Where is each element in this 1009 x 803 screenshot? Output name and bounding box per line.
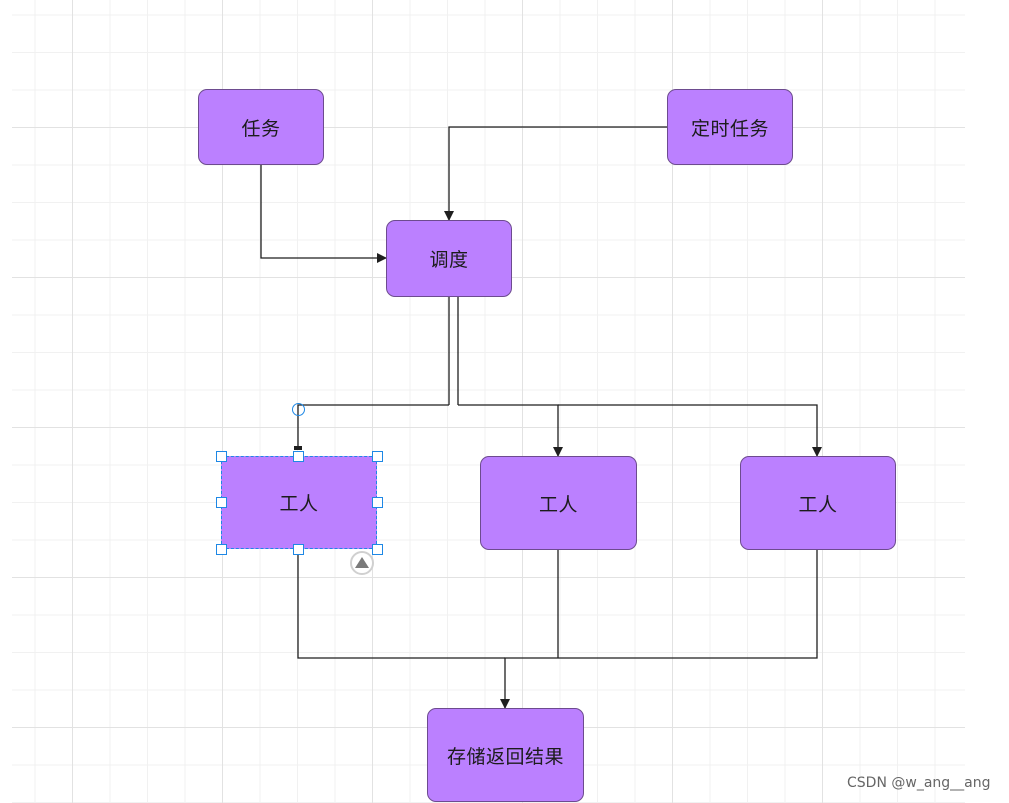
resize-handle-right[interactable]: [372, 497, 383, 508]
node-worker-2[interactable]: 工人: [480, 456, 637, 550]
edge-worker-1-to-store[interactable]: [297, 549, 505, 659]
watermark: CSDN @w_ang__ang: [847, 775, 991, 791]
resize-handle-bottom-right[interactable]: [372, 544, 383, 555]
node-worker-1[interactable]: 工人: [221, 456, 377, 549]
edge-task-to-scheduler[interactable]: [260, 165, 387, 263]
node-scheduled-task[interactable]: 定时任务: [667, 89, 793, 165]
expand-up-icon[interactable]: [350, 551, 374, 575]
edge-bus-to-worker-2[interactable]: [458, 404, 563, 457]
resize-handle-bottom-left[interactable]: [216, 544, 227, 555]
edge-bus-to-worker-1[interactable]: [297, 404, 449, 446]
triangle-up-icon: [355, 556, 369, 568]
node-worker-3[interactable]: 工人: [740, 456, 896, 550]
resize-handle-left[interactable]: [216, 497, 227, 508]
resize-handle-top-right[interactable]: [372, 451, 383, 462]
node-task[interactable]: 任务: [198, 89, 324, 165]
resize-handle-top-left[interactable]: [216, 451, 227, 462]
edge-bus-to-worker-3[interactable]: [558, 404, 822, 457]
resize-handle-bottom[interactable]: [293, 544, 304, 555]
node-store-results[interactable]: 存储返回结果: [427, 708, 584, 802]
edge-scheduled-task-to-scheduler[interactable]: [444, 126, 667, 221]
grid-background: [12, 0, 965, 803]
edge-endpoint-marker: [294, 446, 302, 450]
node-scheduler[interactable]: 调度: [386, 220, 512, 297]
edge-worker-3-to-store[interactable]: [500, 549, 818, 709]
resize-handle-top[interactable]: [293, 451, 304, 462]
rotate-handle-icon[interactable]: [292, 403, 305, 416]
